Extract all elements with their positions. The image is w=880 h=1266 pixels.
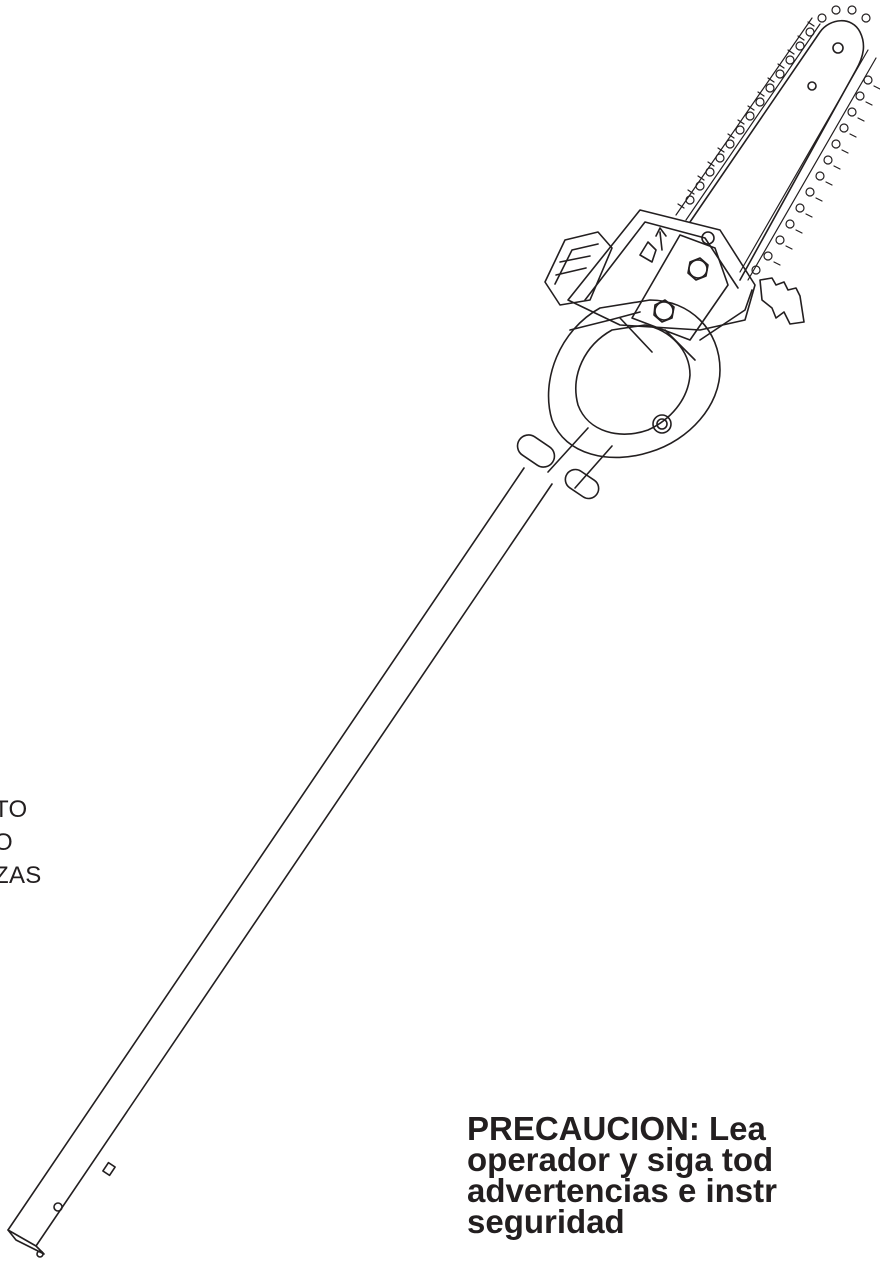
- pole-shaft: [7, 427, 613, 1258]
- chain-direction-icon: [639, 227, 667, 263]
- pole-button: [102, 1161, 116, 1177]
- bumper-spike: [759, 277, 805, 325]
- tension-knob: [544, 231, 613, 306]
- pole-collar: [516, 434, 600, 500]
- caution-line: PRECAUCION: Lea: [467, 1110, 766, 1147]
- pole-hole: [53, 1202, 63, 1212]
- hex-nut: [653, 299, 675, 323]
- side-text-line: O: [0, 829, 13, 856]
- caution-warning: PRECAUCION: Lea operador y siga tod adve…: [467, 1110, 777, 1240]
- side-text-line: TO: [0, 796, 28, 823]
- housing-screw: [652, 414, 672, 434]
- bar-hole: [832, 42, 844, 54]
- motor-housing: [547, 209, 756, 459]
- guide-bar: [689, 19, 865, 281]
- bar-cover-plate: [631, 234, 729, 341]
- caution-line: advertencias e instr: [467, 1172, 777, 1209]
- hex-nut: [687, 257, 709, 281]
- saw-chain: [675, 5, 880, 281]
- caution-line: operador y siga tod: [467, 1141, 774, 1178]
- side-text-fragment: TO O ZAS: [0, 793, 42, 892]
- side-text-line: ZAS: [0, 862, 42, 889]
- caution-line: seguridad: [467, 1203, 625, 1240]
